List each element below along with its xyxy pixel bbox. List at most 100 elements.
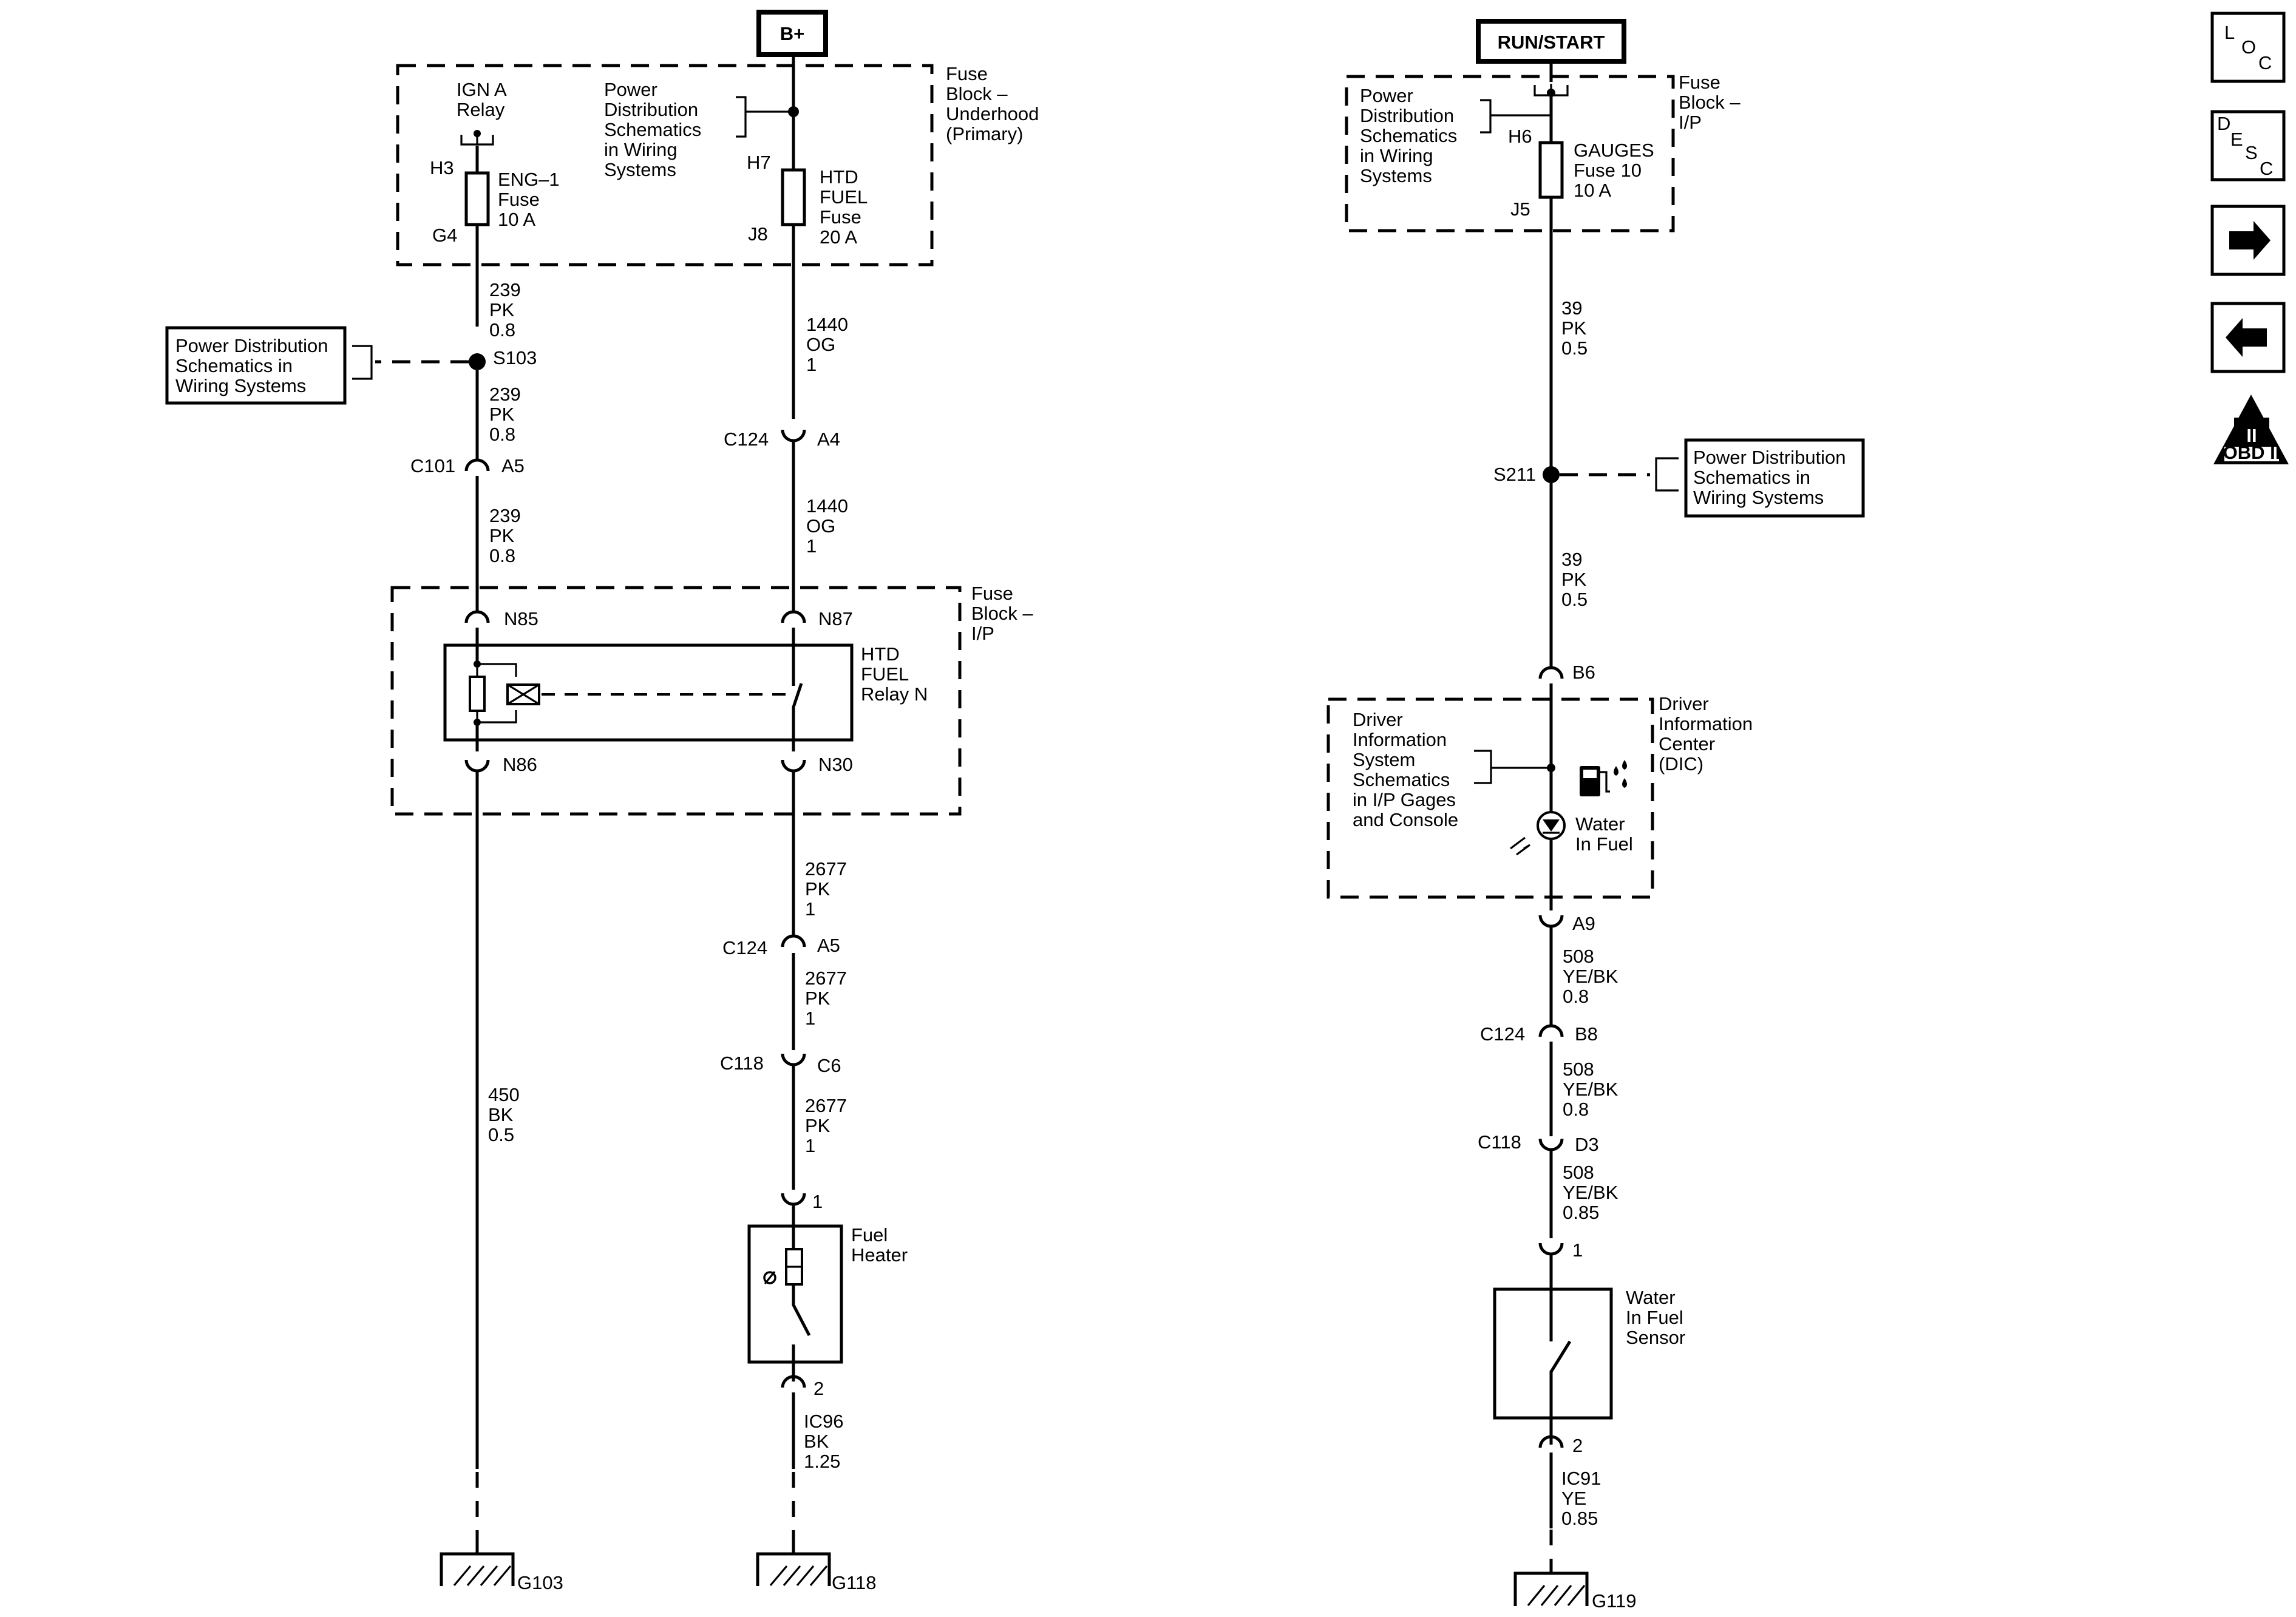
svg-text:1: 1 [806, 535, 817, 557]
svg-text:508: 508 [1563, 1162, 1594, 1183]
pin-a5-c101: A5 [501, 455, 525, 476]
wire-239-b-label: 239 PK 0.8 [489, 384, 521, 445]
fuse-block-underhood-outline [396, 64, 934, 266]
svg-text:0.85: 0.85 [1563, 1202, 1599, 1223]
svg-text:20 A: 20 A [820, 226, 857, 248]
nav-loc-button[interactable]: L O C [2210, 12, 2286, 83]
svg-text:PK: PK [1561, 569, 1587, 590]
ign-a-relay: IGN A Relay [457, 79, 507, 146]
svg-text:BK: BK [804, 1431, 829, 1452]
svg-text:Schematics: Schematics [1360, 125, 1457, 146]
svg-text:OBD II: OBD II [2223, 442, 2281, 463]
nav-next-button[interactable] [2210, 205, 2286, 276]
svg-text:Block –: Block – [971, 603, 1033, 624]
fuse-block-ip-left-outline [390, 586, 962, 816]
ground-g103: G103 [440, 1545, 563, 1593]
svg-text:10 A: 10 A [498, 209, 535, 230]
svg-text:E: E [2230, 129, 2243, 150]
svg-text:PK: PK [1561, 317, 1587, 339]
pin-heater-1: 1 [812, 1191, 823, 1212]
svg-text:HTD: HTD [820, 166, 858, 188]
svg-text:Wiring Systems: Wiring Systems [175, 375, 306, 396]
pin-h3: H3 [430, 157, 454, 178]
nav-obd-ii-button[interactable]: II OBD II [2213, 395, 2289, 464]
pin-a4: A4 [817, 429, 840, 450]
water-in-fuel-sensor [1493, 1287, 1613, 1420]
pin-heater-2: 2 [813, 1378, 824, 1399]
fuse-block-ip-right-label: Fuse Block – I/P [1679, 72, 1741, 133]
fuel-water-icon [1580, 760, 1627, 796]
svg-text:IGN A: IGN A [457, 79, 507, 100]
svg-text:OG: OG [806, 334, 835, 355]
nav-prev-button[interactable] [2210, 302, 2286, 373]
fuse-block-underhood-label: Fuse Block – Underhood (Primary) [946, 63, 1039, 144]
svg-text:GAUGES: GAUGES [1574, 140, 1654, 161]
wire-2677-a-label: 2677 PK 1 [805, 858, 847, 920]
location-icon: L [2224, 22, 2235, 43]
svg-text:Fuse 10: Fuse 10 [1574, 160, 1642, 181]
svg-text:0.8: 0.8 [489, 424, 515, 445]
svg-text:BK: BK [488, 1104, 514, 1125]
htd-fuel-relay-n [443, 643, 854, 742]
power-source-run-start-label: RUN/START [1498, 32, 1605, 53]
svg-text:Fuse: Fuse [1679, 72, 1720, 93]
htd-fuel-relay-n-label: HTD FUEL Relay N [861, 643, 928, 705]
connector-c124-a4 [781, 429, 806, 442]
svg-text:0.5: 0.5 [1561, 589, 1588, 610]
svg-text:PK: PK [489, 299, 515, 320]
svg-text:Block –: Block – [1679, 92, 1741, 113]
svg-text:1: 1 [805, 898, 815, 920]
pin-b8: B8 [1575, 1023, 1598, 1045]
wire-ic91-label: IC91 YE 0.85 [1561, 1468, 1601, 1529]
svg-text:G118: G118 [832, 1572, 877, 1593]
svg-text:0.5: 0.5 [488, 1124, 514, 1145]
svg-text:(Primary): (Primary) [946, 123, 1023, 144]
pds-reference-ip: Power Distribution Schematics in Wiring … [1360, 85, 1551, 186]
svg-text:II: II [2246, 425, 2257, 446]
pin-sensor-1: 1 [1572, 1239, 1583, 1261]
svg-text:I/P: I/P [971, 623, 994, 644]
wire-508-a-label: 508 YE/BK 0.8 [1563, 946, 1618, 1007]
pds-reference-s211: Power Distribution Schematics in Wiring … [1693, 447, 1846, 508]
svg-text:ENG–1: ENG–1 [498, 169, 560, 190]
svg-text:1: 1 [806, 354, 817, 375]
svg-text:Fuse: Fuse [820, 206, 861, 228]
svg-text:508: 508 [1563, 1059, 1594, 1080]
wire-2677-b-label: 2677 PK 1 [805, 968, 847, 1029]
splice-s103-label: S103 [493, 347, 537, 368]
svg-text:Wiring Systems: Wiring Systems [1693, 487, 1824, 508]
power-source-b-plus: B+ [756, 10, 828, 57]
connector-c118-c6-label: C118 [720, 1053, 764, 1074]
svg-text:Distribution: Distribution [1360, 105, 1454, 126]
svg-text:(DIC): (DIC) [1659, 753, 1703, 775]
dic-label: Driver Information Center (DIC) [1659, 693, 1753, 775]
svg-text:PK: PK [489, 525, 515, 546]
connector-c101 [464, 458, 490, 472]
nav-desc-button[interactable]: D E S C [2210, 110, 2286, 181]
svg-text:Water: Water [1626, 1287, 1676, 1308]
svg-text:1440: 1440 [806, 495, 848, 517]
svg-text:FUEL: FUEL [820, 186, 868, 208]
connector-c124-b8-label: C124 [1480, 1023, 1525, 1045]
svg-text:Fuse: Fuse [946, 63, 988, 84]
svg-text:Schematics: Schematics [604, 119, 701, 140]
pin-sensor-2: 2 [1572, 1435, 1583, 1456]
power-source-run-start: RUN/START [1476, 19, 1626, 64]
svg-text:239: 239 [489, 384, 521, 405]
svg-text:0.8: 0.8 [489, 319, 515, 341]
wire-1440-a-label: 1440 OG 1 [806, 314, 848, 375]
svg-text:YE/BK: YE/BK [1563, 1079, 1618, 1100]
svg-text:0.5: 0.5 [1561, 337, 1588, 359]
svg-text:in Wiring: in Wiring [1360, 145, 1433, 166]
svg-text:PK: PK [805, 1115, 830, 1136]
svg-text:G119: G119 [1592, 1590, 1637, 1612]
wire-239-c-label: 239 PK 0.8 [489, 505, 521, 566]
svg-text:0.8: 0.8 [1563, 986, 1589, 1007]
svg-text:Water: Water [1575, 813, 1625, 835]
ground-g118: G118 [756, 1545, 877, 1593]
pin-d3: D3 [1575, 1134, 1599, 1155]
svg-text:1440: 1440 [806, 314, 848, 335]
svg-text:2677: 2677 [805, 1095, 847, 1116]
svg-text:Block –: Block – [946, 83, 1008, 104]
